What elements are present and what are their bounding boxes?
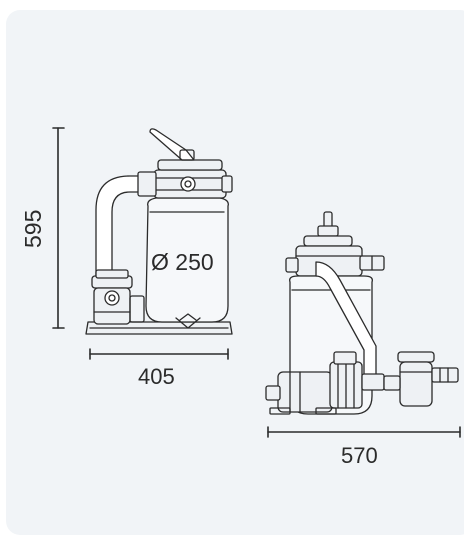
width-front-dimension-label: 405 bbox=[138, 364, 175, 389]
width-side-dimension-label: 570 bbox=[341, 443, 378, 468]
front-view-filter bbox=[52, 127, 233, 360]
width-front-dimension-line bbox=[89, 348, 229, 360]
pump-motor-side bbox=[265, 351, 385, 415]
valve-handle bbox=[149, 128, 195, 161]
tank-body bbox=[145, 197, 229, 323]
pump-front bbox=[91, 269, 145, 325]
tank-diameter-label: Ø 250 bbox=[151, 249, 214, 275]
strainer-side bbox=[383, 351, 459, 407]
side-view-filter bbox=[265, 211, 461, 438]
height-dimension-line bbox=[52, 127, 65, 329]
diagram-card bbox=[6, 10, 464, 535]
height-dimension-label: 595 bbox=[20, 209, 46, 248]
width-side-dimension-line bbox=[267, 426, 461, 438]
